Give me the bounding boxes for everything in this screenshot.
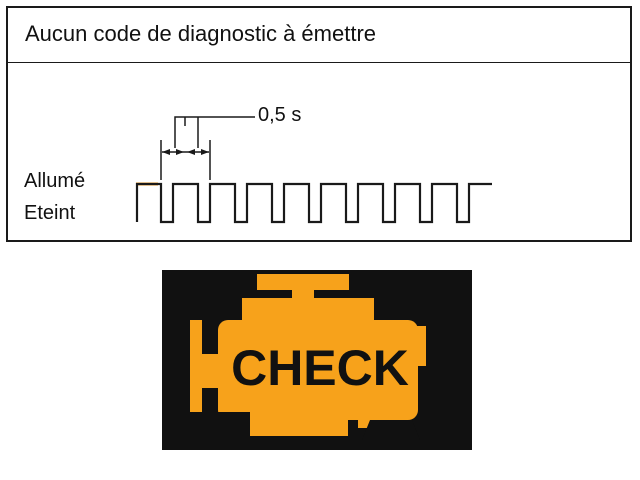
timing-dimension — [160, 116, 255, 180]
blink-signal — [135, 182, 492, 224]
timing-label: 0,5 s — [258, 104, 302, 126]
diagnostic-diagram: Aucun code de diagnostic à émettre — [6, 6, 632, 242]
blink-waveform — [135, 116, 492, 224]
check-label: CHECK — [231, 340, 409, 396]
state-on-label: Allumé — [24, 170, 86, 192]
check-engine-lamp — [162, 270, 472, 450]
state-off-label: Eteint — [24, 202, 76, 224]
diagram-title: Aucun code de diagnostic à émettre — [25, 21, 377, 46]
diagram-header: Aucun code de diagnostic à émettre — [8, 8, 630, 63]
timing-arrows — [162, 149, 209, 155]
engine-icon — [190, 270, 439, 450]
